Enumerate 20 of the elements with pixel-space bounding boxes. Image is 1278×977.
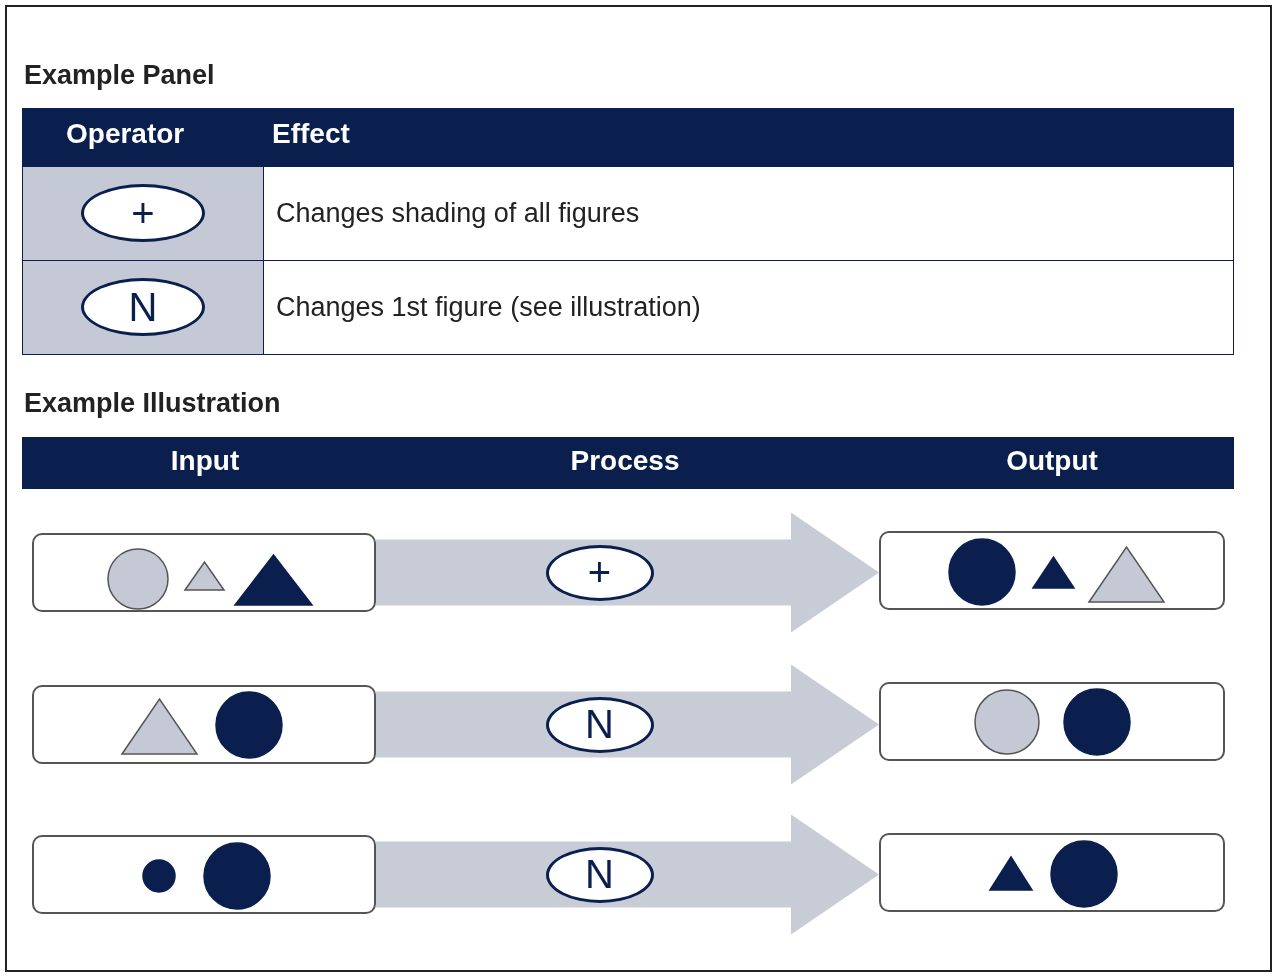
process-arrow xyxy=(376,664,879,785)
figure-box xyxy=(32,533,376,612)
section-heading: Example Illustration xyxy=(24,388,281,419)
column-header: Process xyxy=(570,445,680,477)
column-header: Effect xyxy=(272,118,350,150)
column-header: Operator xyxy=(66,118,185,150)
figure-box xyxy=(879,531,1225,610)
section-heading: Example Panel xyxy=(24,60,215,91)
figure-box xyxy=(32,835,376,914)
column-header: Input xyxy=(170,445,240,477)
operator-symbol: N xyxy=(81,278,205,336)
figure-box xyxy=(879,833,1225,912)
column-header: Output xyxy=(1006,445,1098,477)
table-cell: Changes 1st figure (see illustration) xyxy=(263,260,1234,355)
process-arrow xyxy=(376,814,879,935)
operator-symbol: + xyxy=(81,184,205,242)
figure-box xyxy=(879,682,1225,761)
figure-box xyxy=(32,685,376,764)
table-cell: Changes shading of all figures xyxy=(263,166,1234,261)
process-arrow xyxy=(376,512,879,633)
